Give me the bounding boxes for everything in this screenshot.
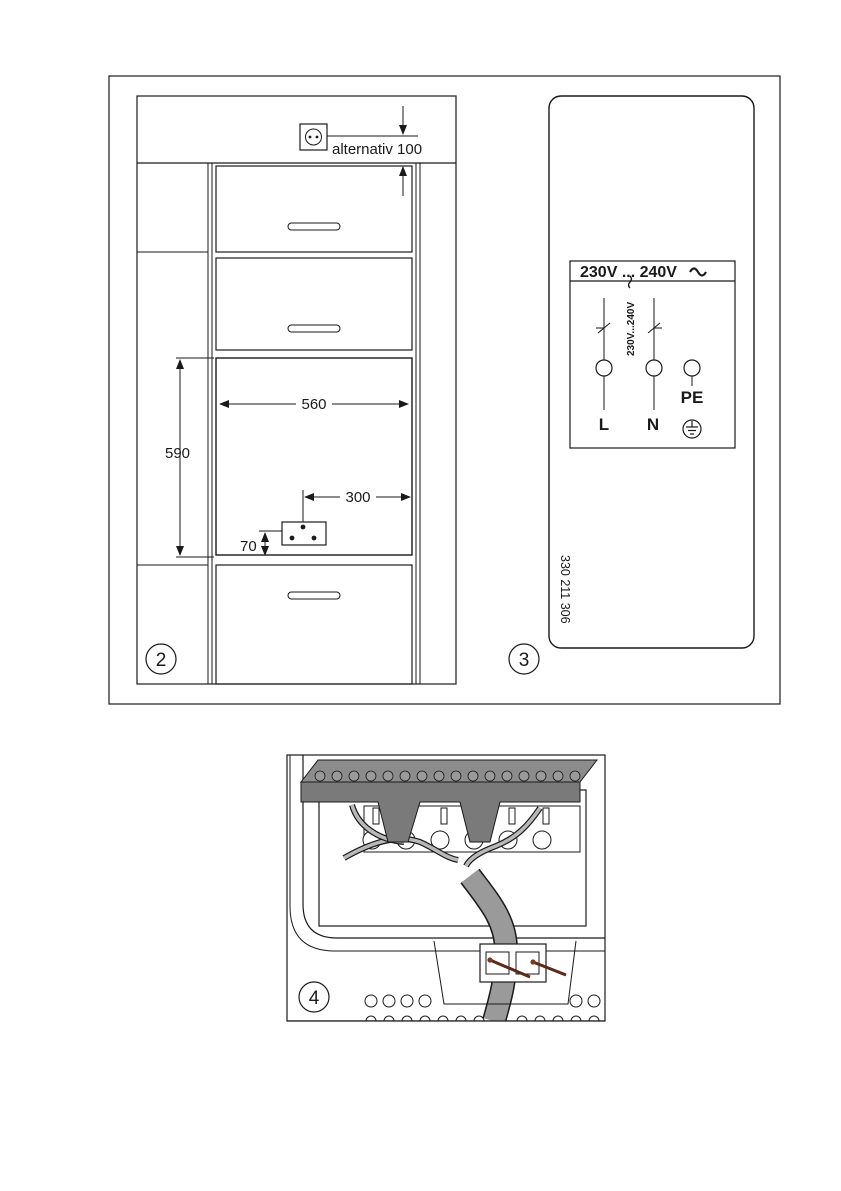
drawer-1-handle (288, 223, 340, 230)
appliance-niche (216, 358, 412, 555)
terminal-N-label: N (647, 415, 659, 434)
voltage-small-label: 230V...240V (626, 302, 637, 356)
terminal-PE-label: PE (681, 388, 704, 407)
terminal-N-icon (646, 360, 662, 376)
drawer-3-handle (288, 592, 340, 599)
socket-bottom-distance-label: 70 (240, 538, 257, 555)
figure-2-number: 2 (156, 650, 167, 671)
figure-3-number: 3 (519, 650, 530, 671)
niche-width-label: 560 (301, 396, 326, 413)
rating-plate-outline (549, 96, 754, 648)
terminal-L-icon (596, 360, 612, 376)
socket-icon (282, 522, 326, 545)
socket-alternative-label: alternativ 100 (332, 141, 422, 158)
niche-height-label: 590 (165, 445, 190, 462)
figure-4-cable-connection: 4 (287, 755, 605, 1033)
earth-ground-icon (683, 420, 701, 438)
alternative-socket-icon (300, 124, 327, 150)
part-number-label: 330 211 306 (558, 555, 572, 624)
terminal-PE-icon (684, 360, 700, 376)
figures-2-3-frame (109, 76, 780, 704)
figure-4-number: 4 (309, 988, 320, 1009)
drawer-2 (216, 258, 412, 350)
ac-wave-icon (690, 269, 706, 276)
figure-2-cabinet-diagram: alternativ 100 560 590 300 70 2 (137, 96, 456, 684)
drawer-3 (216, 565, 412, 684)
socket-side-distance-label: 300 (345, 489, 370, 506)
figure-3-rating-plate: 230V ... 240V 230V...240V L N PE 330 211… (509, 96, 754, 674)
drawer-1 (216, 166, 412, 252)
terminal-L-label: L (599, 415, 609, 434)
cabinet-outline (137, 96, 456, 684)
voltage-header: 230V ... 240V (580, 264, 677, 281)
drawer-2-handle (288, 325, 340, 332)
